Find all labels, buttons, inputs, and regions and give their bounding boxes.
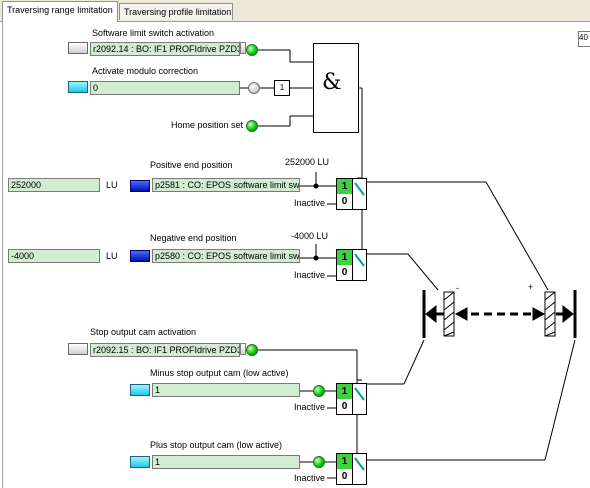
negative-end-label: Negative end position	[150, 233, 237, 243]
minus-cam-state: Inactive	[294, 402, 326, 412]
negative-limit-value-label: -4000 LU	[291, 231, 329, 241]
switch-zero: 0	[337, 265, 353, 280]
positive-end-select-button[interactable]	[130, 180, 150, 192]
negative-end-value-field[interactable]: -4000	[8, 249, 100, 263]
positive-end-value-field[interactable]: 252000	[8, 178, 100, 192]
switch-one: 1	[337, 250, 353, 266]
positive-end-label: Positive end position	[150, 160, 233, 170]
modulo-box: 1	[274, 80, 290, 96]
and-gate: &	[313, 43, 359, 133]
modulo-label: Activate modulo correction	[92, 66, 199, 76]
stop-cam-label: Stop output cam activation	[90, 327, 197, 337]
switch-toggle-icon	[354, 253, 365, 267]
software-limit-status-led	[246, 44, 258, 56]
positive-end-source-field[interactable]: p2581 : CO: EPOS software limit swit	[152, 178, 300, 192]
cutoff-value-field[interactable]: 40	[578, 31, 590, 47]
plus-cam-value-field[interactable]: 1	[152, 455, 300, 469]
plus-cam-status-led	[313, 456, 325, 468]
minus-cam-status-led	[313, 385, 325, 397]
plus-cam-label: Plus stop output cam (low active)	[150, 440, 283, 450]
tab-bar: Traversing range limitation Traversing p…	[0, 0, 590, 22]
tab-traversing-profile-limitation[interactable]: Traversing profile limitation	[119, 3, 233, 20]
negative-end-select-button[interactable]	[130, 250, 150, 262]
switch-toggle-icon	[354, 182, 365, 196]
minus-cam-switch: 1 0	[336, 383, 367, 415]
switch-toggle-icon	[354, 457, 365, 471]
tab-traversing-range-limitation[interactable]: Traversing range limitation	[2, 1, 118, 22]
modulo-value-field[interactable]: 0	[90, 81, 240, 95]
minus-cam-label: Minus stop output cam (low active)	[150, 368, 289, 378]
home-position-status-led	[246, 120, 258, 132]
plus-sign-label: +	[528, 282, 534, 292]
home-position-label: Home position set	[171, 120, 244, 130]
stop-cam-source-field[interactable]: r2092.15 : BO: IF1 PROFIdrive PZD3	[90, 343, 240, 357]
modulo-select-button[interactable]	[68, 81, 88, 93]
negative-end-state: Inactive	[294, 270, 326, 280]
minus-cam-value-field[interactable]: 1	[152, 383, 300, 397]
software-limit-label: Software limit switch activation	[92, 28, 215, 38]
main-panel	[2, 21, 590, 488]
and-symbol: &	[322, 70, 342, 95]
limit-diagram	[422, 290, 577, 338]
positive-end-switch: 1 0	[336, 178, 367, 210]
negative-end-unit: LU	[106, 251, 118, 261]
minus-sign-label: -	[456, 283, 459, 293]
switch-one: 1	[337, 179, 353, 195]
plus-cam-state: Inactive	[294, 473, 326, 483]
switch-zero: 0	[337, 194, 353, 209]
software-limit-select-button[interactable]	[68, 42, 88, 54]
switch-one: 1	[337, 454, 353, 470]
plus-cam-switch: 1 0	[336, 453, 367, 485]
positive-limit-value-label: 252000 LU	[285, 157, 330, 167]
software-limit-source-field[interactable]: r2092.14 : BO: IF1 PROFIdrive PZD3	[90, 42, 240, 56]
switch-toggle-icon	[354, 387, 365, 401]
stop-cam-select-button[interactable]	[68, 343, 88, 355]
stop-cam-pick-button[interactable]	[240, 343, 246, 355]
limit-hatch	[443, 291, 556, 337]
negative-end-switch: 1 0	[336, 249, 367, 281]
stop-cam-status-led	[246, 344, 258, 356]
negative-end-source-field[interactable]: p2580 : CO: EPOS software limit swit	[152, 249, 300, 263]
minus-cam-select-button[interactable]	[130, 384, 150, 396]
switch-zero: 0	[337, 469, 353, 484]
positive-end-state: Inactive	[294, 198, 326, 208]
modulo-status-led	[248, 82, 260, 94]
positive-end-unit: LU	[106, 180, 118, 190]
switch-zero: 0	[337, 399, 353, 414]
software-limit-pick-button[interactable]	[240, 42, 246, 54]
plus-cam-select-button[interactable]	[130, 456, 150, 468]
switch-one: 1	[337, 384, 353, 400]
